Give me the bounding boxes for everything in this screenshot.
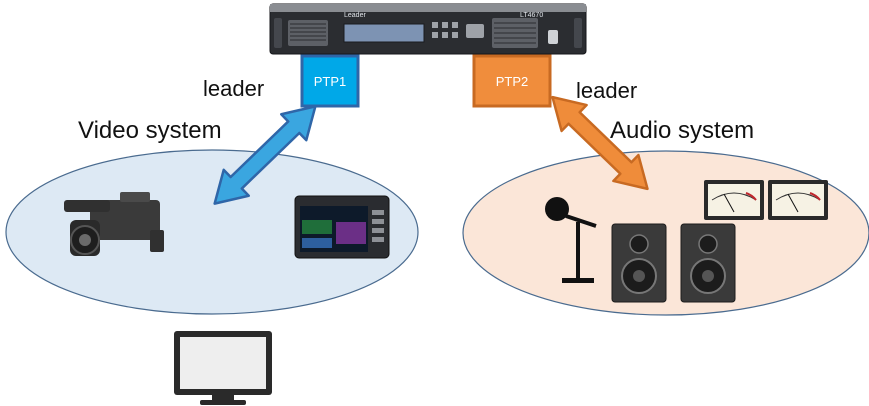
ptp2-audio-arrow <box>551 95 649 191</box>
ptp1-port-box <box>300 54 360 108</box>
ptp2-port-box <box>472 54 552 108</box>
speaker-left-icon <box>611 223 667 303</box>
device-brand-label: Leader <box>344 12 366 19</box>
waveform-monitor-icon <box>294 195 390 259</box>
microphone-icon <box>545 197 597 283</box>
video-system-label: Video system <box>78 117 222 144</box>
ptp1-video-arrow <box>213 105 317 205</box>
speaker-right-icon <box>680 223 736 303</box>
ptp2-label: PTP2 <box>495 73 529 89</box>
camera-icon <box>64 192 164 256</box>
ptp1-role-label: leader <box>203 76 265 101</box>
vu-meter-left-icon <box>704 180 764 220</box>
ptp2-role-label: leader <box>576 78 638 103</box>
video-system-ellipse <box>5 149 419 315</box>
vu-meter-right-icon <box>768 180 828 220</box>
audio-system-label: Audio system <box>610 117 755 144</box>
rack-device <box>269 3 587 55</box>
device-model-label: LT4670 <box>520 12 544 19</box>
tv-monitor-icon <box>174 331 272 405</box>
ptp1-label: PTP1 <box>313 73 347 89</box>
